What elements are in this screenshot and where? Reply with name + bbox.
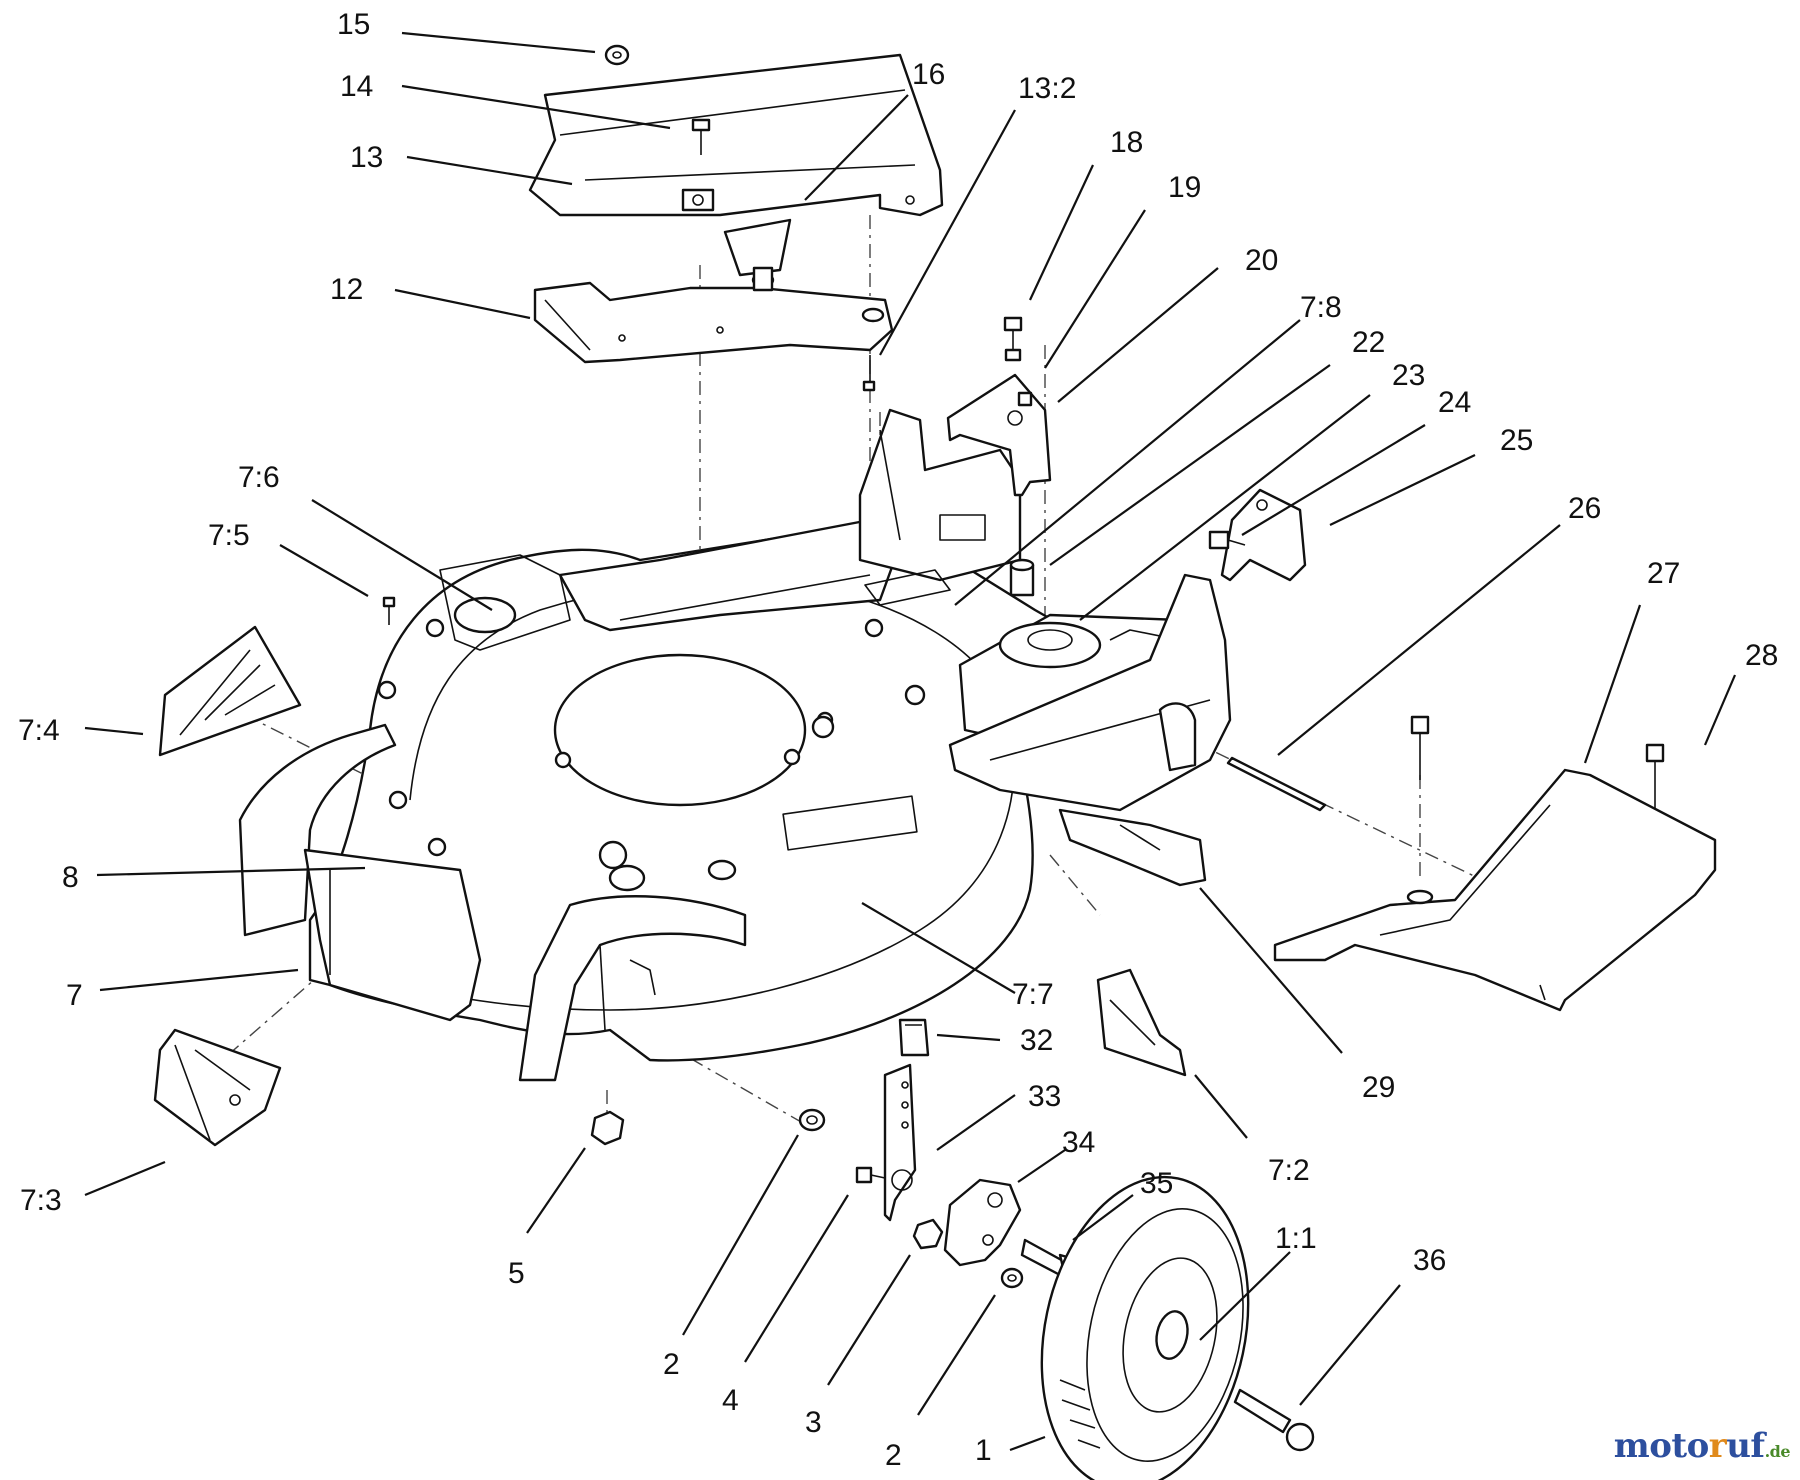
watermark-logo: motoruf.de [1613,1426,1791,1466]
callout-13: 13 [350,141,383,174]
leader-lines [84,31,1737,1452]
nut-part-5 [590,1110,625,1146]
washer-part-2-a [798,1108,826,1132]
callout-7-2: 7:2 [1268,1154,1310,1187]
wheel-part-1 [1040,1175,1250,1480]
deflector-clip-part-16 [723,218,792,277]
callout-29: 29 [1362,1071,1395,1104]
rear-baffle-part-12 [533,266,894,392]
callout-2-a: 2 [663,1348,680,1381]
callout-3: 3 [805,1406,822,1439]
callout-18: 18 [1110,126,1143,159]
rear-cover-part-13 [528,53,944,217]
callout-28: 28 [1745,639,1778,672]
callout-27: 27 [1647,557,1680,590]
callout-7-8: 7:8 [1300,291,1342,324]
callout-15: 15 [337,8,370,41]
callout-36: 36 [1413,1244,1446,1277]
callout-labels: 15 14 16 13:2 13 18 19 20 12 7:8 22 23 2… [18,8,1778,1472]
callout-32: 32 [1020,1024,1053,1057]
rod-part-26 [1226,756,1327,812]
adjuster-plate-part-33 [883,1063,917,1222]
callout-25: 25 [1500,424,1533,457]
callout-35: 35 [1140,1167,1173,1200]
callout-1-1: 1:1 [1275,1222,1317,1255]
bolt-part-28-a [1410,715,1430,780]
nut-part-3 [912,1218,944,1250]
callout-7-4: 7:4 [18,714,60,747]
callout-16: 16 [912,58,945,91]
washer-part-2-b [1000,1267,1024,1289]
trim-piece-part-7-2 [1096,968,1187,1077]
screw-part-4 [855,1166,886,1184]
axle-bracket-part-20 [946,316,1052,497]
spacer-part-22 [1009,558,1035,597]
callout-22: 22 [1352,326,1385,359]
callout-13-2: 13:2 [1018,72,1076,105]
knob-part-32 [898,1018,930,1057]
callout-26: 26 [1568,492,1601,525]
wheel-bracket-part-34 [943,1178,1022,1267]
callout-23: 23 [1392,359,1425,392]
callout-7-6: 7:6 [238,461,280,494]
callout-2-b: 2 [885,1439,902,1472]
callout-24: 24 [1438,386,1471,419]
callout-7-3: 7:3 [20,1184,62,1217]
trim-piece-part-7-4 [158,625,302,757]
callout-33: 33 [1028,1080,1061,1113]
callout-14: 14 [340,70,373,103]
trim-piece-part-7-3 [153,1028,282,1147]
callout-34: 34 [1062,1126,1095,1159]
callout-12: 12 [330,273,363,306]
wheel-bolt-part-36 [1233,1388,1315,1452]
callout-19: 19 [1168,171,1201,204]
rear-skirt-part-27 [1273,768,1717,1012]
callout-7-5: 7:5 [208,519,250,552]
callout-7-7: 7:7 [1012,978,1054,1011]
callout-20: 20 [1245,244,1278,277]
adjuster-rail-part-29 [948,573,1232,887]
callout-7: 7 [66,979,83,1012]
nut-part-15 [604,44,630,66]
callout-8: 8 [62,861,79,894]
callout-1: 1 [975,1434,992,1467]
bolt-part-14 [691,118,711,155]
callout-5: 5 [508,1257,525,1290]
bolt-part-28-b [1645,743,1665,808]
mower-deck-part-7 [308,408,1072,1062]
bracket-part-25 [1208,488,1307,582]
front-bumper-part-8 [238,723,747,1082]
callout-4: 4 [722,1384,739,1417]
screw-part-7-5 [382,596,396,625]
